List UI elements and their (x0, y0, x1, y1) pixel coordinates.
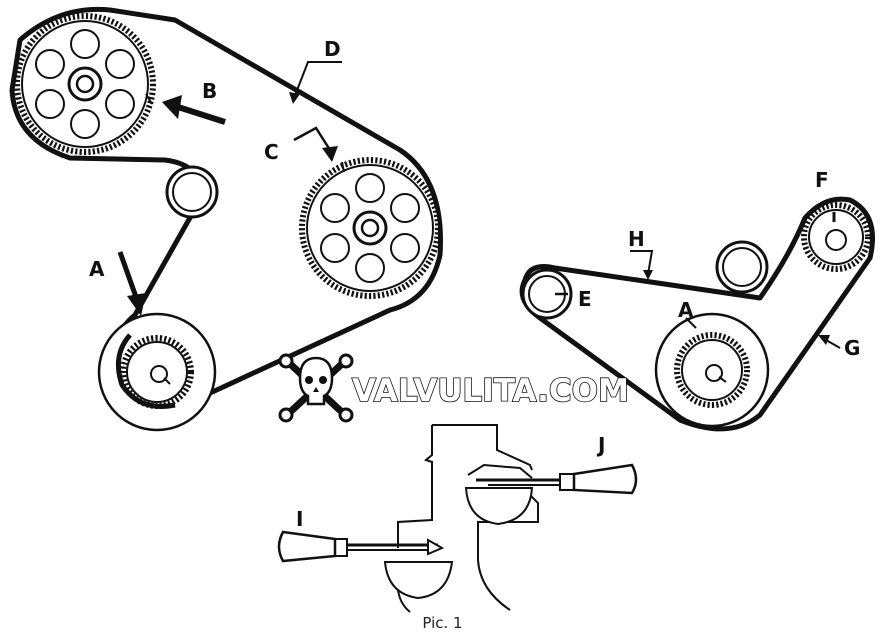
label-j: J (596, 433, 605, 457)
leader-g (818, 335, 841, 349)
label-h: H (628, 227, 645, 251)
sprocket-f (801, 202, 871, 272)
main-timing-belt-assembly (9, 6, 443, 432)
auxiliary-belt-assembly (519, 196, 875, 432)
arrow-b (162, 95, 226, 125)
leader-a-right (685, 317, 697, 329)
leader-d (289, 61, 342, 104)
label-f: F (815, 168, 829, 192)
arrow-c (293, 126, 338, 162)
label-c: C (264, 140, 279, 164)
label-i: I (296, 507, 303, 531)
label-b: B (202, 79, 217, 103)
label-e: E (578, 287, 592, 311)
tensioner-pulley-e (521, 268, 573, 320)
skull-logo (278, 353, 354, 423)
label-a-left: A (89, 257, 105, 281)
lever-j (476, 463, 638, 495)
idler-pulley-right (715, 240, 769, 294)
adjustment-tool (277, 424, 638, 613)
arrow-a-left (117, 251, 146, 316)
auxiliary-belt (519, 196, 875, 432)
crankshaft-pulley-right (654, 312, 770, 428)
watermark-text: VALVULITA.COM (352, 373, 629, 409)
crankshaft-pulley-left (97, 312, 217, 432)
label-g: G (844, 336, 860, 360)
camshaft-sprocket-upper (14, 13, 156, 155)
camshaft-sprocket-lower (299, 157, 441, 299)
lever-i (277, 530, 445, 563)
idler-pulley-left (165, 165, 219, 219)
leader-h (630, 250, 654, 280)
label-d: D (324, 37, 341, 61)
figure-caption: Pic. 1 (422, 614, 463, 632)
label-a-right: A (678, 298, 694, 322)
